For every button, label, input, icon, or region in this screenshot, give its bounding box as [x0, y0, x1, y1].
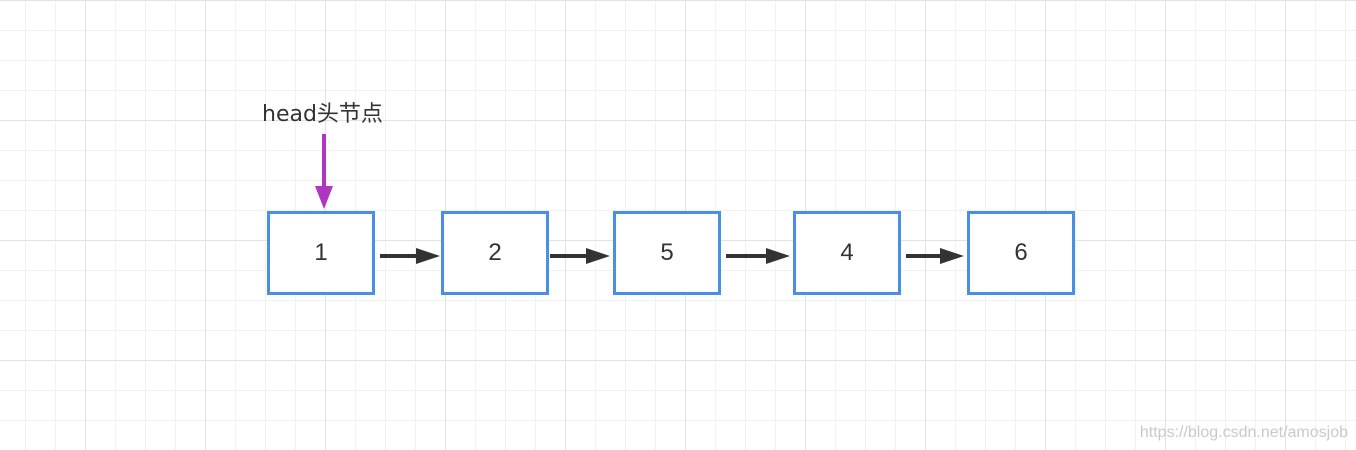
node-value: 2	[488, 239, 502, 266]
link-arrow	[550, 248, 610, 264]
list-node-1: 1	[267, 211, 375, 295]
node-value: 4	[840, 239, 854, 266]
list-node-5: 6	[967, 211, 1075, 295]
head-node-label: head头节点	[262, 102, 383, 127]
link-arrow	[380, 248, 440, 264]
node-value: 6	[1014, 239, 1028, 266]
head-pointer-arrow	[315, 134, 333, 209]
list-node-2: 2	[441, 211, 549, 295]
list-node-3: 5	[613, 211, 721, 295]
node-value: 5	[660, 239, 674, 266]
link-arrow	[726, 248, 790, 264]
link-arrow	[906, 248, 964, 264]
list-node-4: 4	[793, 211, 901, 295]
node-value: 1	[314, 239, 328, 266]
watermark: https://blog.csdn.net/amosjob	[1139, 424, 1348, 441]
